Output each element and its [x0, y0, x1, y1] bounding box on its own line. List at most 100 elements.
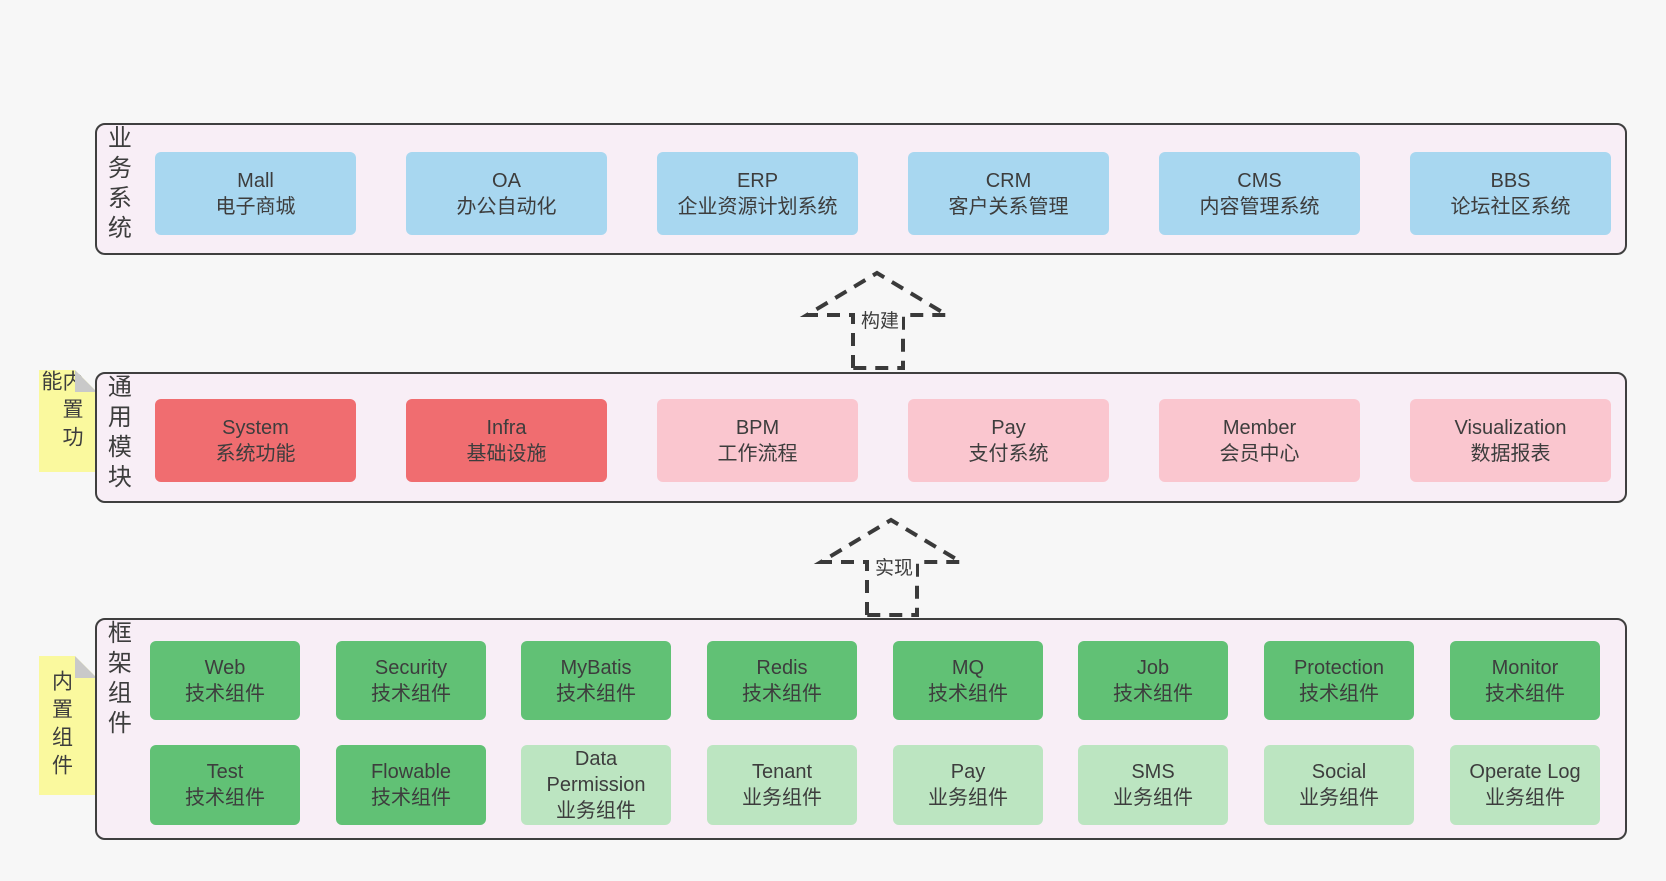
box-title: Pay: [950, 761, 986, 783]
box-title: ERP: [736, 169, 779, 192]
box-system: System 系统功能: [155, 399, 356, 482]
box-title: Member: [1222, 416, 1297, 439]
box-pay-system: Pay 支付系统: [908, 399, 1109, 482]
box-web-component: Web 技术组件: [150, 641, 300, 720]
layer-framework-components: 框架组件 Web 技术组件 Security 技术组件 MyBatis 技术组件…: [95, 618, 1627, 840]
sticky-note-text: 内置组件: [49, 669, 73, 782]
arrow-build-up: 构建: [799, 268, 960, 372]
box-mq-component: MQ 技术组件: [893, 641, 1043, 720]
box-infra: Infra 基础设施: [406, 399, 607, 482]
box-subtitle: 数据报表: [1470, 442, 1551, 465]
box-title: Mall: [237, 169, 274, 192]
layer-business-systems: 业务系统 Mall 电子商城 OA 办公自动化 ERP 企业资源计划系统 CRM…: [95, 123, 1627, 255]
box-security-component: Security 技术组件: [336, 641, 486, 720]
dashed-up-arrow-icon: [799, 270, 955, 370]
box-subtitle: 技术组件: [1299, 682, 1379, 705]
box-pay-component: Pay 业务组件: [893, 745, 1043, 825]
box-mybatis-component: MyBatis 技术组件: [521, 641, 671, 720]
box-title: Pay: [991, 416, 1026, 439]
box-redis-component: Redis 技术组件: [707, 641, 857, 720]
box-tenant-component: Tenant 业务组件: [707, 745, 857, 825]
box-subtitle: 业务组件: [928, 787, 1008, 809]
box-title: MyBatis: [560, 656, 632, 679]
box-subtitle: 技术组件: [371, 787, 451, 809]
box-sms-component: SMS 业务组件: [1078, 745, 1228, 825]
box-subtitle: 业务组件: [742, 787, 822, 809]
box-subtitle: 论坛社区系统: [1450, 195, 1571, 218]
box-subtitle: 技术组件: [928, 682, 1008, 705]
box-title: Visualization: [1454, 416, 1567, 439]
box-title: Job: [1136, 656, 1170, 679]
box-flowable-component: Flowable 技术组件: [336, 745, 486, 825]
box-member: Member 会员中心: [1159, 399, 1360, 482]
box-title: Security: [374, 656, 448, 679]
box-title: Test: [206, 761, 244, 783]
sticky-note-built-in-components: 内置组件: [39, 656, 97, 795]
arrow-label: 实现: [871, 558, 917, 580]
layer-label-framework-components: 框架组件: [103, 620, 131, 740]
box-visualization: Visualization 数据报表: [1410, 399, 1611, 482]
arrow-implement-up: 实现: [813, 515, 974, 619]
sticky-note-text: 内置功能: [39, 370, 83, 454]
sticky-note-built-in-features: 内置功能: [39, 370, 97, 472]
box-title: OA: [492, 169, 521, 192]
box-bpm: BPM 工作流程: [657, 399, 858, 482]
box-title: Data Permission: [546, 748, 646, 796]
box-subtitle: 系统功能: [215, 442, 296, 465]
box-title: MQ: [951, 656, 985, 679]
box-bbs: BBS 论坛社区系统: [1410, 152, 1611, 235]
box-subtitle: 技术组件: [742, 682, 822, 705]
box-title: Operate Log: [1469, 761, 1581, 783]
box-cms: CMS 内容管理系统: [1159, 152, 1360, 235]
box-title: System: [222, 416, 289, 439]
box-subtitle: 技术组件: [556, 682, 636, 705]
box-mall: Mall 电子商城: [155, 152, 356, 235]
box-subtitle: 业务组件: [1113, 787, 1193, 809]
box-title: SMS: [1131, 761, 1175, 783]
box-title: Flowable: [370, 761, 452, 783]
box-subtitle: 技术组件: [1113, 682, 1193, 705]
box-subtitle: 办公自动化: [456, 195, 557, 218]
box-subtitle: 业务组件: [556, 800, 636, 822]
box-title: Infra: [486, 416, 527, 439]
box-subtitle: 会员中心: [1219, 442, 1300, 465]
box-erp: ERP 企业资源计划系统: [657, 152, 858, 235]
box-subtitle: 基础设施: [466, 442, 547, 465]
box-title: CMS: [1237, 169, 1282, 192]
box-title: Protection: [1293, 656, 1385, 679]
box-test-component: Test 技术组件: [150, 745, 300, 825]
box-subtitle: 技术组件: [185, 787, 265, 809]
box-title: Social: [1311, 761, 1367, 783]
box-title: Web: [204, 656, 246, 679]
box-subtitle: 技术组件: [1485, 682, 1565, 705]
box-subtitle: 业务组件: [1485, 787, 1565, 809]
dashed-up-arrow-icon: [813, 517, 969, 617]
box-subtitle: 技术组件: [185, 682, 265, 705]
box-subtitle: 企业资源计划系统: [677, 195, 838, 218]
box-job-component: Job 技术组件: [1078, 641, 1228, 720]
box-subtitle: 客户关系管理: [948, 195, 1069, 218]
layer-common-modules: 通用模块 System 系统功能 Infra 基础设施 BPM 工作流程 Pay…: [95, 372, 1627, 503]
box-subtitle: 电子商城: [215, 195, 296, 218]
box-social-component: Social 业务组件: [1264, 745, 1414, 825]
box-protection-component: Protection 技术组件: [1264, 641, 1414, 720]
arrow-label: 构建: [857, 311, 903, 333]
box-title: BPM: [735, 416, 780, 439]
box-subtitle: 支付系统: [968, 442, 1049, 465]
box-operate-log-component: Operate Log 业务组件: [1450, 745, 1600, 825]
box-title: Tenant: [751, 761, 813, 783]
box-title: CRM: [985, 169, 1032, 192]
box-subtitle: 技术组件: [371, 682, 451, 705]
layer-label-business-systems: 业务系统: [103, 125, 131, 245]
box-subtitle: 工作流程: [717, 442, 798, 465]
box-subtitle: 业务组件: [1299, 787, 1379, 809]
layer-label-common-modules: 通用模块: [103, 374, 131, 494]
box-monitor-component: Monitor 技术组件: [1450, 641, 1600, 720]
box-crm: CRM 客户关系管理: [908, 152, 1109, 235]
box-data-permission-component: Data Permission 业务组件: [521, 745, 671, 825]
box-subtitle: 内容管理系统: [1199, 195, 1320, 218]
box-title: BBS: [1490, 169, 1531, 192]
box-title: Monitor: [1491, 656, 1559, 679]
box-title: Redis: [756, 656, 808, 679]
